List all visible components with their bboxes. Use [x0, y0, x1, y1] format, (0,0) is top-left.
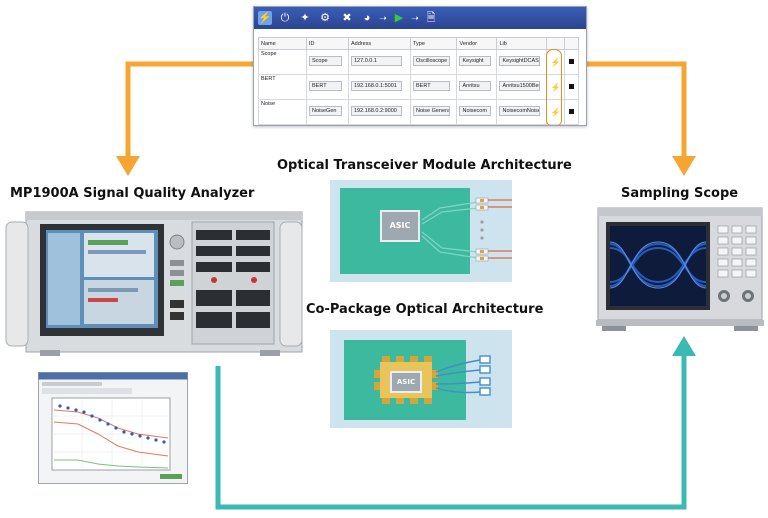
- stop-icon[interactable]: [568, 83, 574, 89]
- type-field[interactable]: Oscilloscope: [413, 56, 451, 66]
- arrow-icon[interactable]: ➝: [411, 13, 419, 23]
- moon-icon[interactable]: ◕: [363, 12, 371, 24]
- col-id: ID: [306, 37, 349, 50]
- col-vendor: Vendor: [456, 37, 498, 50]
- table-header: Name ID Address Type Vendor Lib: [258, 37, 579, 50]
- vendor-select[interactable]: Keysight: [459, 56, 491, 66]
- analyzer-heading: MP1900A Signal Quality Analyzer: [10, 186, 255, 201]
- software-window: ⚡ ⏻ ✦ ⚙ ✖ ◕ ➝ ▶ ➝ 🗎 Name ID Address Type…: [253, 6, 587, 126]
- table-row: Scope Scope 127.0.0.1 Oscilloscope Keysi…: [258, 49, 579, 75]
- arrow-software-to-analyzer: [125, 61, 253, 158]
- module-fibers: [421, 197, 512, 262]
- software-toolbar: ⚡ ⏻ ✦ ⚙ ✖ ◕ ➝ ▶ ➝ 🗎: [254, 7, 586, 29]
- sampling-scope-instrument: [596, 207, 764, 331]
- row-name: Noise: [258, 99, 307, 125]
- address-field[interactable]: 192.168.0.2:9000: [351, 106, 403, 116]
- sparkle-icon[interactable]: ✦: [300, 12, 310, 24]
- col-stop: [563, 37, 579, 50]
- connect-icon[interactable]: ⚡: [550, 82, 561, 92]
- type-field[interactable]: BERT: [413, 81, 451, 91]
- optical-module-card: ASIC: [330, 180, 512, 282]
- arrowhead-analyzer: [116, 156, 140, 176]
- col-lib: Lib: [496, 37, 547, 50]
- power-icon[interactable]: ⏻: [280, 12, 290, 24]
- ber-plot-thumbnail: [38, 372, 188, 484]
- address-field[interactable]: 127.0.0.1: [351, 56, 403, 66]
- address-field[interactable]: 192.168.0.1:5001: [351, 81, 403, 91]
- stop-icon[interactable]: [568, 58, 574, 64]
- connect-icon[interactable]: ⚡: [550, 57, 561, 67]
- document-icon[interactable]: 🗎: [426, 12, 436, 24]
- id-field[interactable]: Scope: [309, 56, 343, 66]
- type-field[interactable]: Noise Generat: [413, 106, 451, 116]
- col-type: Type: [409, 37, 458, 50]
- col-connect: [545, 37, 565, 50]
- vendor-select[interactable]: Anritsu: [459, 81, 491, 91]
- col-address: Address: [348, 37, 411, 50]
- id-field[interactable]: NoiseGen: [309, 106, 343, 116]
- col-name: Name: [258, 37, 307, 50]
- table-row: Noise NoiseGen 192.168.0.2:9000 Noise Ge…: [258, 99, 579, 125]
- copackage-heading: Co-Package Optical Architecture: [306, 302, 544, 317]
- lib-select[interactable]: KeysightDCAS: [499, 56, 540, 66]
- stop-icon[interactable]: [568, 108, 574, 114]
- module-asic-chip: ASIC: [380, 210, 420, 242]
- copackage-asic-chip: ASIC: [390, 371, 422, 393]
- arrow-icon[interactable]: ➝: [379, 13, 387, 23]
- row-name: Scope: [258, 49, 307, 75]
- scope-heading: Sampling Scope: [621, 186, 739, 201]
- mp1900a-instrument: [5, 211, 303, 356]
- arrow-analyzer-to-scope: [215, 354, 687, 510]
- connect-highlight: [546, 49, 562, 125]
- lib-select[interactable]: NoisecomNoise: [499, 106, 540, 116]
- arrow-software-to-scope: [585, 61, 687, 158]
- id-field[interactable]: BERT: [309, 81, 343, 91]
- play-icon[interactable]: ▶: [394, 12, 404, 24]
- arrowhead-scope-teal: [672, 336, 696, 356]
- table-row: BERT BERT 192.168.0.1:5001 BERT Anritsu …: [258, 74, 579, 100]
- optical-module-heading: Optical Transceiver Module Architecture: [277, 158, 572, 173]
- vendor-select[interactable]: Noisecom: [459, 106, 491, 116]
- row-name: BERT: [258, 74, 307, 100]
- settings-icon[interactable]: ⚙: [320, 12, 330, 24]
- arrowhead-scope: [672, 156, 696, 176]
- tools-icon[interactable]: ✖: [342, 12, 352, 24]
- instrument-table: Name ID Address Type Vendor Lib Scope Sc…: [258, 37, 579, 125]
- lib-select[interactable]: Anritsu1500Ber: [499, 81, 540, 91]
- plug-icon[interactable]: ⚡: [258, 11, 272, 25]
- connect-icon[interactable]: ⚡: [550, 107, 561, 117]
